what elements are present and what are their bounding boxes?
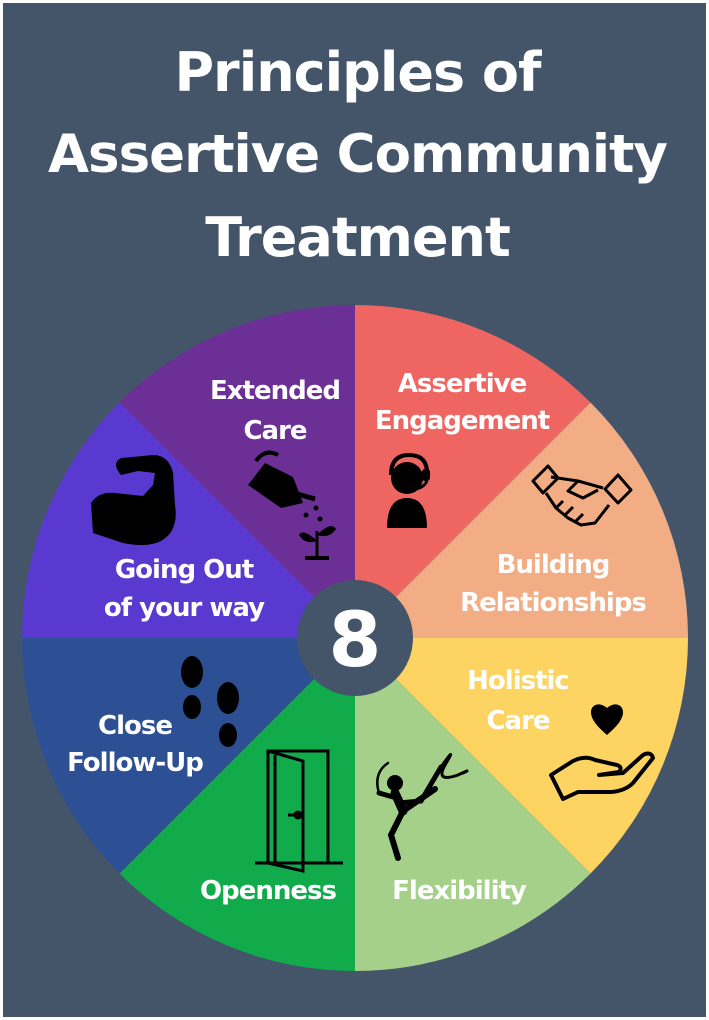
- segment-assertive-engagement: [355, 305, 591, 638]
- label-holistic-care-line-2: Care: [486, 706, 549, 736]
- title-line-2: Assertive Community: [48, 124, 668, 185]
- label-openness-line-1: Openness: [200, 876, 336, 906]
- segment-holistic-care: [355, 638, 688, 874]
- handshake-icon: [531, 464, 633, 527]
- watering-can-icon: [248, 450, 336, 560]
- heart-in-hand-icon: [549, 704, 655, 801]
- label-flexibility-line-1: Flexibility: [392, 876, 527, 906]
- headset-person-icon: [387, 452, 430, 528]
- flexed-arm-icon: [91, 455, 176, 546]
- ribbon-dancer-icon: [376, 753, 469, 861]
- segment-going-out: [21, 402, 355, 638]
- center-circle: [297, 580, 413, 696]
- title-line-3: Treatment: [205, 206, 511, 269]
- segment-extended-care: [119, 305, 355, 638]
- label-assertive-engagement-line-1: Assertive: [398, 369, 527, 399]
- label-extended-care-line-1: Extended: [210, 376, 340, 406]
- label-close-follow-up-line-1: Close: [98, 711, 172, 741]
- segment-flexibility: [355, 638, 591, 971]
- label-holistic-care-line-1: Holistic: [467, 666, 569, 696]
- center-number: 8: [329, 595, 382, 684]
- label-close-follow-up-line-2: Follow-Up: [67, 748, 203, 778]
- label-building-relationships-line-1: Building: [497, 550, 610, 580]
- label-building-relationships-line-2: Relationships: [460, 588, 646, 618]
- label-going-out-line-1: Going Out: [115, 555, 254, 585]
- segment-openness: [119, 638, 355, 971]
- label-extended-care-line-2: Care: [243, 416, 306, 446]
- label-going-out-line-2: of your way: [104, 593, 265, 623]
- segment-close-follow-up: [21, 638, 355, 874]
- segment-building-relationships: [355, 402, 688, 638]
- title-line-1: Principles of: [174, 41, 541, 104]
- footprints-icon: [181, 656, 239, 747]
- label-assertive-engagement-line-2: Engagement: [375, 406, 550, 436]
- open-door-icon: [255, 749, 343, 873]
